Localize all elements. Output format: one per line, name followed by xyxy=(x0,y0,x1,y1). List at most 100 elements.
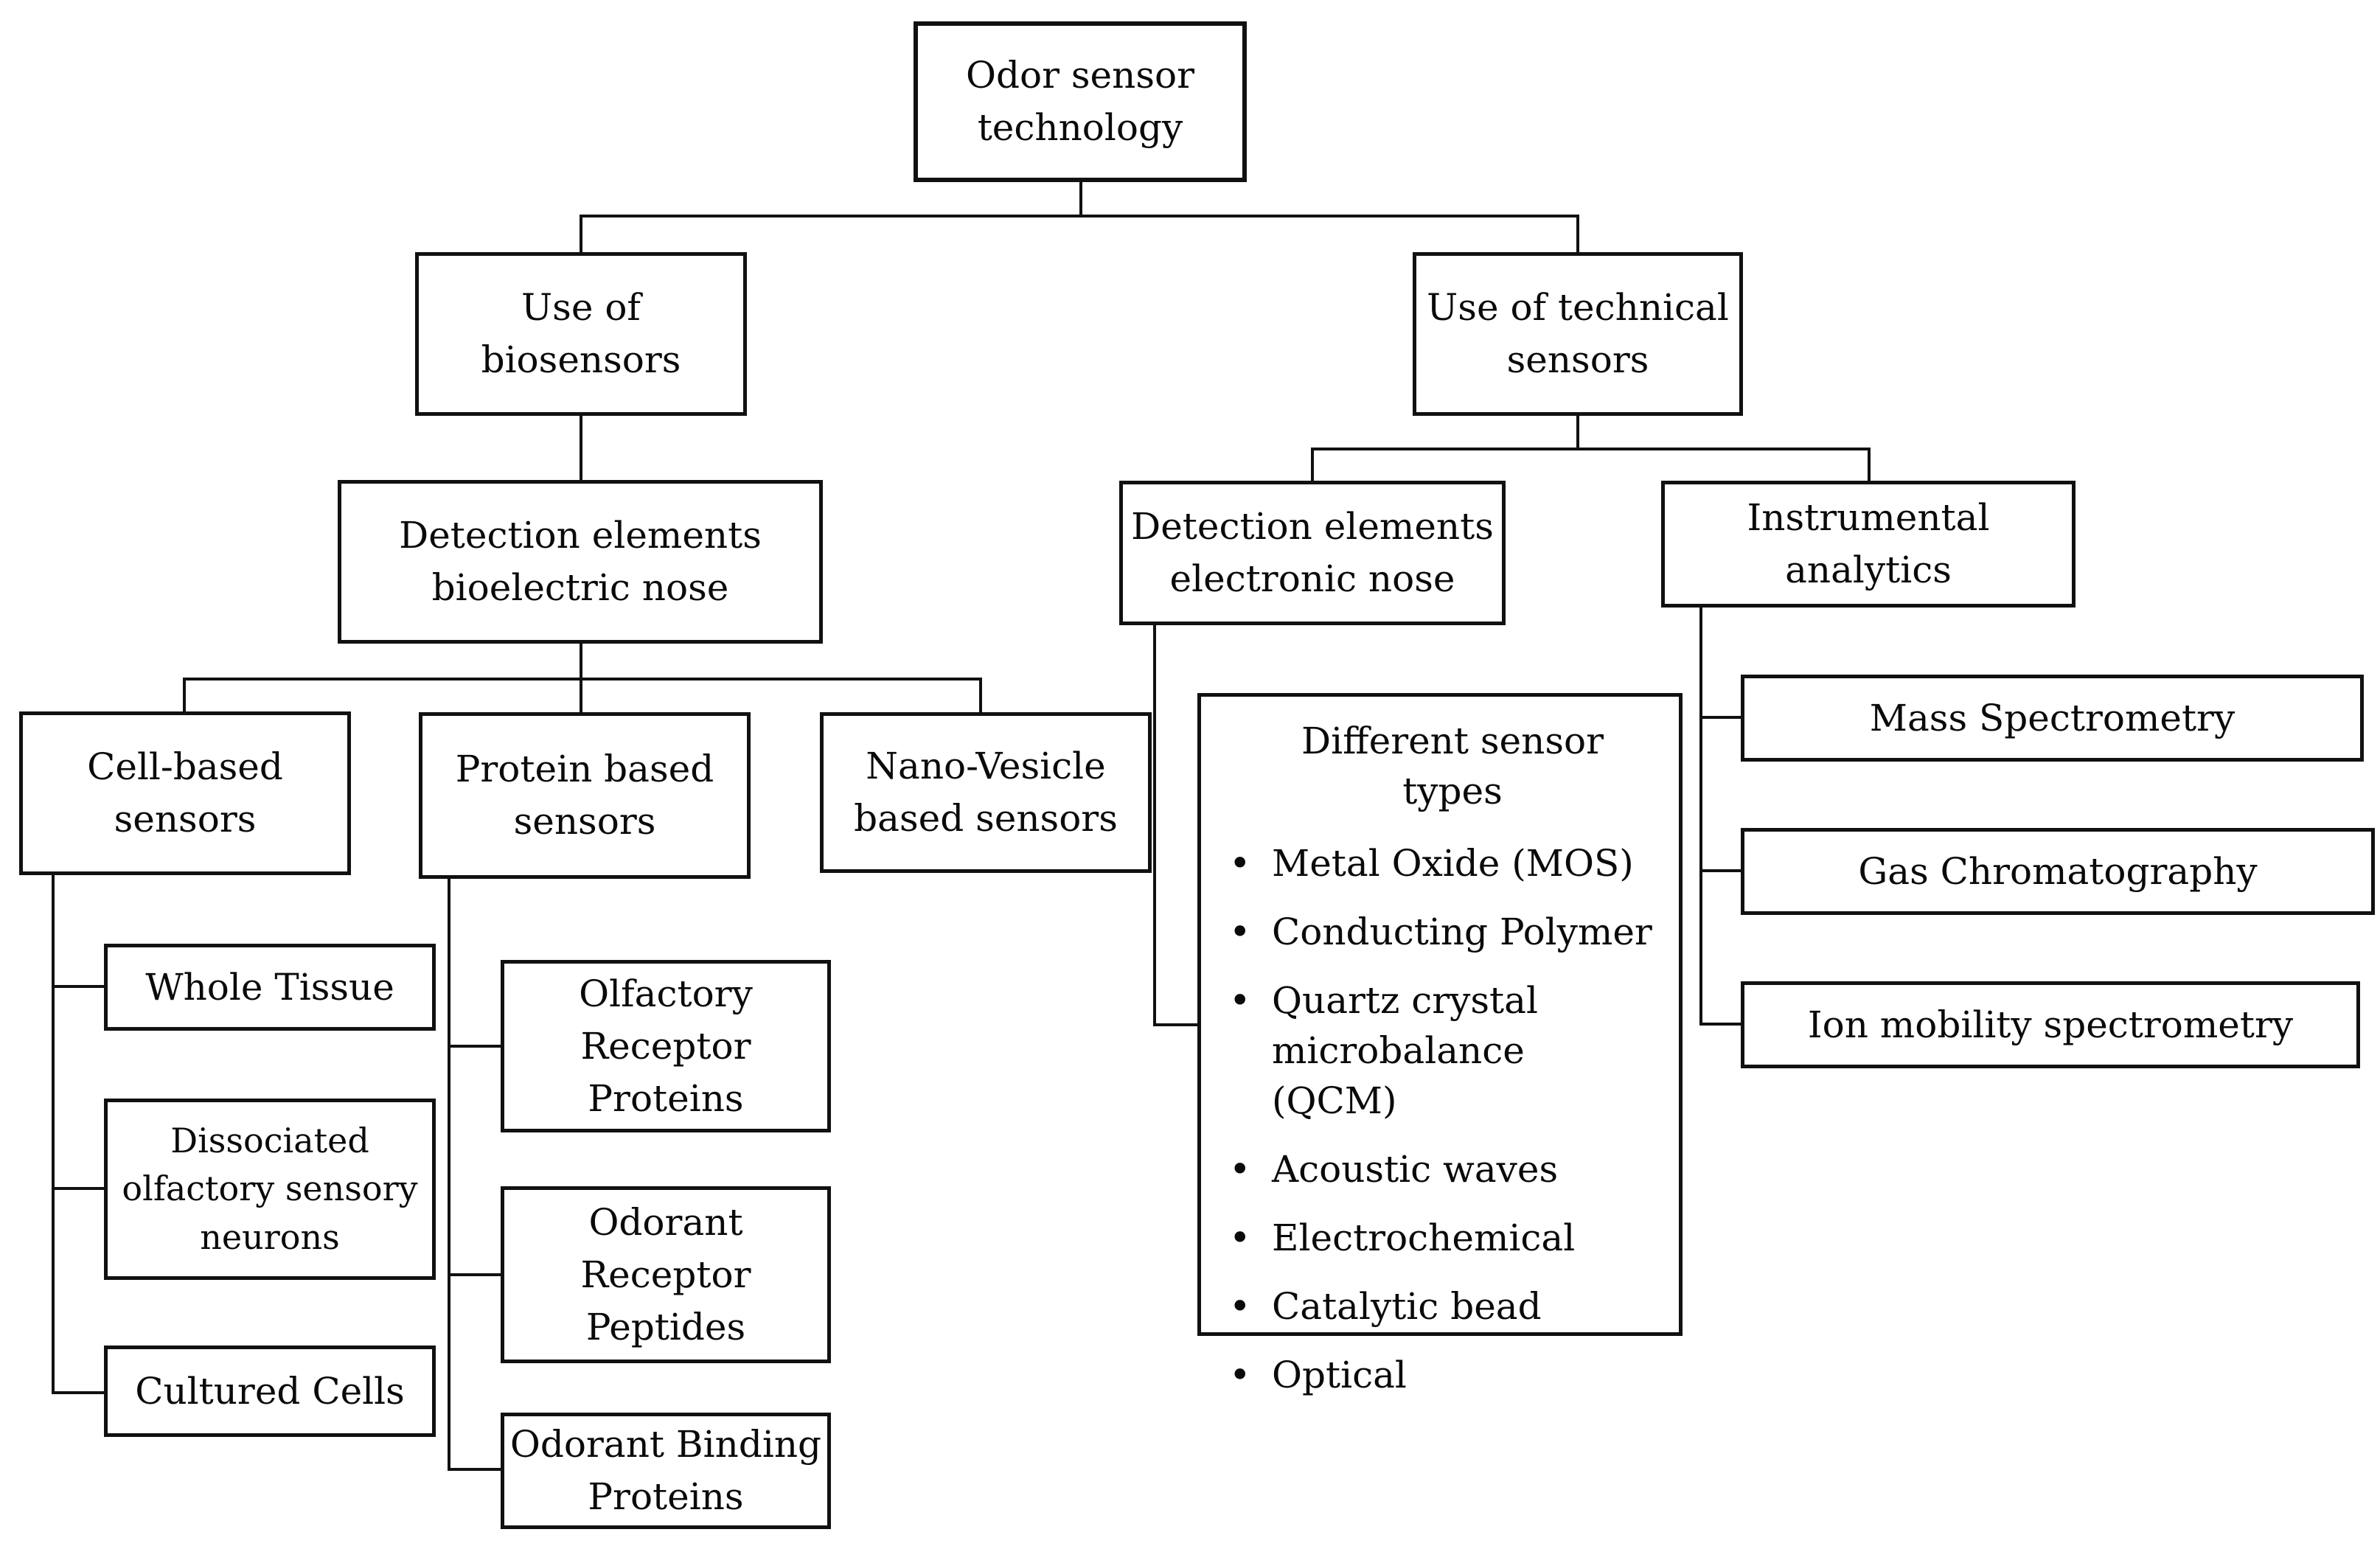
connector-protein-trunk xyxy=(448,877,450,1471)
connector-cultured-elbow xyxy=(52,1391,105,1394)
node-label: Peptides xyxy=(585,1305,746,1348)
node-different-sensor-types: Different sensor types • Metal Oxide (MO… xyxy=(1197,693,1683,1396)
sensor-type-label: Metal Oxide (MOS) xyxy=(1272,842,1634,885)
node-label: technology xyxy=(977,106,1183,149)
node-label: Proteins xyxy=(588,1076,744,1120)
connector-cell-trunk xyxy=(52,874,55,1394)
sensor-type-item-metal-oxide: • Metal Oxide (MOS) xyxy=(1225,838,1658,888)
connector-whole-tissue-elbow xyxy=(52,985,105,988)
sensor-type-label: Optical xyxy=(1272,1354,1407,1396)
sensor-type-item-optical: • Optical xyxy=(1225,1350,1658,1400)
connector-obp-elbow xyxy=(448,1468,502,1471)
bullet-icon: • xyxy=(1229,842,1251,885)
node-odorant-receptor-peptides: Odorant Receptor Peptides xyxy=(501,1186,831,1363)
node-ion-mobility-spectrometry: Ion mobility spectrometry xyxy=(1741,981,2360,1068)
sensor-type-item-qcm: • Quartz crystal microbalance (QCM) xyxy=(1225,975,1658,1126)
node-use-of-technical-sensors: Use of technical sensors xyxy=(1413,252,1743,416)
node-detection-elements-bioelectric-nose: Detection elements bioelectric nose xyxy=(338,480,823,644)
node-dissociated-olfactory-sensory-neurons: Dissociated olfactory sensory neurons xyxy=(104,1099,436,1280)
connector-root-drop xyxy=(1079,181,1082,217)
node-label: Odorant xyxy=(588,1200,743,1244)
node-label: Cell-based xyxy=(87,745,283,788)
node-instrumental-analytics: Instrumental analytics xyxy=(1661,481,2075,608)
node-label: electronic nose xyxy=(1169,557,1455,600)
node-label: sensors xyxy=(513,800,656,843)
node-label: Proteins xyxy=(588,1475,744,1518)
bullet-icon: • xyxy=(1229,1285,1251,1328)
node-label: Odorant Binding xyxy=(509,1423,822,1466)
sensor-type-item-electrochemical: • Electrochemical xyxy=(1225,1213,1658,1263)
node-label: Receptor xyxy=(580,1253,751,1296)
node-label: Protein based xyxy=(455,748,714,790)
connector-peptides-elbow xyxy=(448,1273,502,1276)
node-label: Use of technical xyxy=(1427,286,1729,329)
connector-ion-mobility-elbow xyxy=(1699,1023,1742,1026)
connector-orp-elbow xyxy=(448,1045,502,1048)
connector-nano-drop xyxy=(979,678,982,714)
node-protein-based-sensors: Protein based sensors xyxy=(419,712,751,879)
sensor-types-title: Different sensor types xyxy=(1301,720,1604,812)
node-label: Detection elements xyxy=(399,514,762,557)
connector-enose-drop xyxy=(1311,448,1314,482)
node-gas-chromatography: Gas Chromatography xyxy=(1741,828,2375,915)
node-label: Gas Chromatography xyxy=(1858,849,2258,893)
bullet-icon: • xyxy=(1229,1354,1251,1396)
connector-technical-drop2 xyxy=(1576,414,1579,450)
node-label: Whole Tissue xyxy=(145,965,394,1009)
connector-sensor-types-elbow xyxy=(1153,1023,1199,1026)
node-label: Receptor xyxy=(580,1024,751,1068)
connector-instrumental-drop xyxy=(1868,448,1871,482)
node-label: sensors xyxy=(114,798,257,840)
node-mass-spectrometry: Mass Spectrometry xyxy=(1741,675,2364,762)
node-olfactory-receptor-proteins: Olfactory Receptor Proteins xyxy=(501,960,831,1132)
node-odor-sensor-technology: Odor sensor technology xyxy=(914,21,1247,182)
sensor-type-label: Conducting Polymer xyxy=(1272,911,1652,953)
bullet-icon: • xyxy=(1229,911,1251,953)
node-label: based sensors xyxy=(854,797,1118,840)
sensor-type-label: Acoustic waves xyxy=(1272,1148,1559,1191)
node-detection-elements-electronic-nose: Detection elements electronic nose xyxy=(1119,481,1506,625)
node-label: neurons xyxy=(200,1216,340,1257)
connector-tech-children-bar xyxy=(1311,448,1871,450)
bullet-icon: • xyxy=(1229,1216,1251,1259)
bullet-icon: • xyxy=(1229,1148,1251,1191)
node-label: biosensors xyxy=(481,338,681,381)
node-whole-tissue: Whole Tissue xyxy=(104,944,436,1031)
node-label: olfactory sensory xyxy=(122,1169,418,1209)
connector-biosensors-drop xyxy=(580,215,582,254)
node-label: bioelectric nose xyxy=(431,566,729,609)
node-odorant-binding-proteins: Odorant Binding Proteins xyxy=(501,1413,831,1529)
connector-gas-chrom-elbow xyxy=(1699,869,1742,872)
connector-biosensors-to-bioelectric xyxy=(580,414,582,481)
sensor-type-label: Quartz crystal microbalance (QCM) xyxy=(1272,979,1538,1122)
connector-cell-drop xyxy=(183,678,186,714)
sensor-type-label: Electrochemical xyxy=(1272,1216,1576,1259)
node-nano-vesicle-based-sensors: Nano-Vesicle based sensors xyxy=(820,712,1152,873)
connector-instrumental-trunk xyxy=(1699,606,1702,1026)
node-label: Odor sensor xyxy=(965,54,1194,97)
node-label: Detection elements xyxy=(1131,505,1494,548)
node-label: Instrumental xyxy=(1747,496,1990,539)
node-label: Cultured Cells xyxy=(135,1369,405,1413)
connector-mass-spec-elbow xyxy=(1699,716,1742,719)
node-cell-based-sensors: Cell-based sensors xyxy=(19,711,351,875)
node-label: analytics xyxy=(1785,549,1952,591)
node-label: sensors xyxy=(1506,338,1649,381)
connector-technical-drop xyxy=(1576,215,1579,254)
node-label: Mass Spectrometry xyxy=(1869,696,2235,739)
sensor-type-item-catalytic-bead: • Catalytic bead xyxy=(1225,1281,1658,1332)
node-label: Use of xyxy=(521,286,641,329)
connector-enose-trunk xyxy=(1153,624,1156,1026)
node-label: Dissociated xyxy=(170,1121,369,1161)
connector-level1-bar xyxy=(580,215,1579,217)
sensor-type-label: Catalytic bead xyxy=(1272,1285,1542,1328)
node-label: Ion mobility spectrometry xyxy=(1807,1003,2294,1046)
node-use-of-biosensors: Use of biosensors xyxy=(415,252,747,416)
sensor-type-item-acoustic-waves: • Acoustic waves xyxy=(1225,1144,1658,1194)
node-label: Nano-Vesicle xyxy=(866,745,1106,787)
connector-dissociated-elbow xyxy=(52,1187,105,1190)
sensor-type-item-conducting-polymer: • Conducting Polymer xyxy=(1225,907,1658,957)
bullet-icon: • xyxy=(1229,979,1251,1022)
connector-bio-children-bar xyxy=(183,678,982,680)
